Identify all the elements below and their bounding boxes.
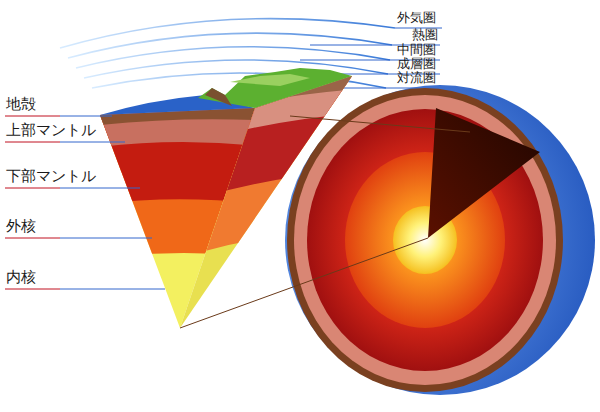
layer-label: 下部マントル bbox=[6, 168, 96, 185]
layer-label: 外気圏 bbox=[397, 11, 436, 26]
layer-label: 成層圏 bbox=[397, 57, 436, 72]
layer-label: 外核 bbox=[6, 218, 36, 235]
layer-label: 熱圏 bbox=[412, 28, 438, 43]
layer-label: 内核 bbox=[6, 269, 36, 286]
layer-label: 地殻 bbox=[6, 96, 36, 113]
layer-label: 対流圏 bbox=[397, 71, 436, 86]
layer-label: 中間圏 bbox=[397, 43, 436, 58]
layer-label: 上部マントル bbox=[6, 122, 96, 139]
